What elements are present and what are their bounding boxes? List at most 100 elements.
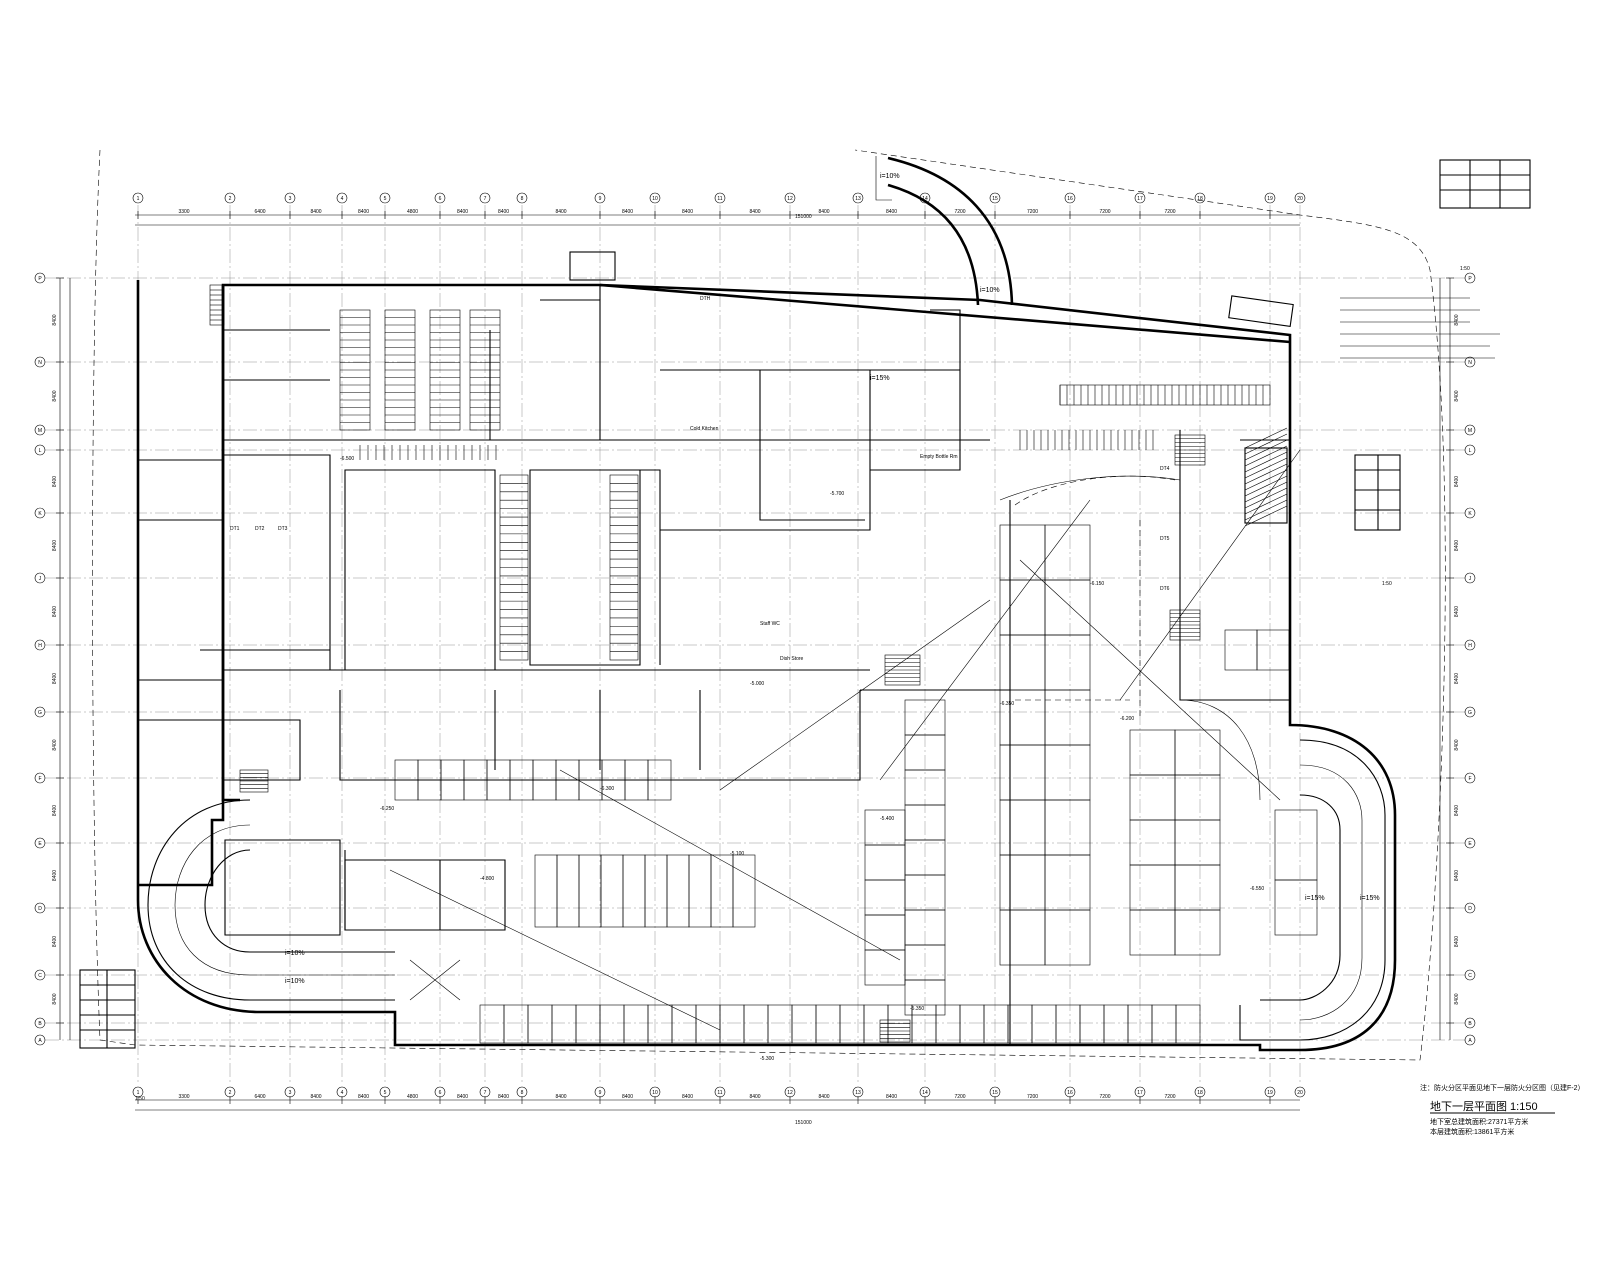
elevator-label-dt2: DT2: [255, 526, 265, 532]
ramp-curve-west-inner: [204, 849, 395, 953]
grid-label-x: 8: [521, 1090, 524, 1096]
dimension-text: 7200: [1164, 209, 1175, 215]
grid-bubble-x: [224, 192, 236, 204]
elevation-label: -5.300: [760, 1056, 774, 1062]
dimension-text: 7200: [1099, 209, 1110, 215]
north-wall-sloped: [599, 283, 1291, 344]
parking-stall: [1129, 774, 1176, 821]
parking-stall: [999, 579, 1046, 636]
grid-label-x: 18: [1197, 1090, 1203, 1096]
title-block: 注：防火分区平面见地下一层防火分区图（见建F-2） 地下一层平面图 1:150 …: [135, 214, 1585, 1136]
parking-stall: [887, 1004, 913, 1044]
parking-stall: [839, 1004, 865, 1044]
grid-label-y: L: [1469, 448, 1472, 454]
grid-bubble-y: [1464, 706, 1476, 718]
dimension-text: 8400: [358, 209, 369, 215]
grid-bubble-y: [1464, 572, 1476, 584]
grid-bubble-y: [1464, 444, 1476, 456]
dimension-text: 8400: [52, 870, 58, 881]
parking-stall: [1007, 1004, 1033, 1044]
grid-label-y: G: [38, 710, 42, 716]
grid-bubble-y: [1464, 837, 1476, 849]
parking-stall: [791, 1004, 817, 1044]
dimension-text: 7200: [954, 209, 965, 215]
elevator-label-dt5: DT5: [1160, 536, 1170, 542]
parking-stall: [1044, 579, 1091, 636]
parking-stall: [1079, 1004, 1105, 1044]
grid-label-x: 7: [484, 196, 487, 202]
grid-label-y: F: [1468, 776, 1471, 782]
parking-stall: [999, 909, 1046, 966]
dimension-text: 8400: [498, 209, 509, 215]
parking-stall: [999, 634, 1046, 691]
dimension-text: 8400: [818, 209, 829, 215]
grid-label-y: E: [38, 841, 42, 847]
parking-stall: [647, 1004, 673, 1044]
dimension-text: 8400: [622, 209, 633, 215]
traffic-guide-lines: [389, 449, 1301, 1031]
stair-shafts: [209, 284, 1271, 1043]
roof-plant-structures: [79, 159, 1531, 1049]
parking-stall: [1129, 864, 1176, 911]
parking-stall: [556, 854, 580, 928]
grid-label-y: C: [1468, 973, 1472, 979]
detail-scale-3: 1:50: [135, 1096, 145, 1102]
site-boundary-line: [92, 149, 1446, 1061]
grid-bubble-y: [1464, 639, 1476, 651]
grid-bubble-y: [34, 507, 46, 519]
grid-label-y: N: [38, 360, 42, 366]
dimension-text: 8400: [1454, 540, 1460, 551]
north-entry-ramp: [887, 156, 1014, 306]
parking-stall: [1044, 854, 1091, 911]
parking-stall: [1031, 1004, 1057, 1044]
parking-stall: [1044, 634, 1091, 691]
grid-bubble-x: [132, 192, 144, 204]
parking-stall: [1129, 729, 1176, 776]
grid-bubble-y: [34, 837, 46, 849]
dimension-text: 8400: [52, 805, 58, 816]
dimension-text: 8400: [52, 606, 58, 617]
parking-stall: [999, 744, 1046, 801]
parking-stall: [1274, 809, 1318, 881]
grid-label-x: 4: [341, 196, 344, 202]
parking-stall: [1224, 629, 1258, 671]
grid-label-x: 5: [384, 1090, 387, 1096]
parking-stall: [1174, 774, 1221, 821]
column-grid-lines: [45, 205, 1465, 1085]
dimension-text: 7200: [1099, 1094, 1110, 1100]
ramp-curve-east-outer: [1239, 739, 1386, 1041]
parking-stall: [1274, 879, 1318, 936]
grid-label-y: P: [1468, 276, 1472, 282]
grid-label-y: D: [1468, 906, 1472, 912]
parking-stall: [1129, 819, 1176, 866]
parking-stall: [527, 1004, 553, 1044]
elevation-label: -4.800: [480, 876, 494, 882]
grid-label-x: 4: [341, 1090, 344, 1096]
ramp-curve-west-outer: [147, 799, 395, 1001]
elevation-label: -5.100: [730, 851, 744, 857]
detail-scale-2: 1:50: [1382, 581, 1392, 587]
ramp-curve-east-mid: [1299, 764, 1363, 1021]
parking-stall: [1129, 909, 1176, 956]
grid-label-x: 12: [787, 1090, 793, 1096]
grid-label-x: 1: [137, 196, 140, 202]
grid-label-y: N: [1468, 360, 1472, 366]
dimension-text: 6400: [254, 209, 265, 215]
elevation-label: -6.250: [380, 806, 394, 812]
grid-bubble-y: [34, 969, 46, 981]
grid-bubble-x: [1294, 1086, 1306, 1098]
grid-label-y: F: [38, 776, 41, 782]
parking-stall: [534, 854, 558, 928]
ramp-label-2: i=10%: [285, 978, 305, 985]
dimension-text: 8400: [1454, 870, 1460, 881]
grid-bubble-y: [34, 1034, 46, 1046]
dimension-strings: 3300330064006400840084008400840048004800…: [52, 209, 1460, 1111]
overall-dimension-top: 151000: [795, 214, 812, 220]
grid-bubble-y: [1464, 902, 1476, 914]
parking-stall: [666, 854, 690, 928]
elevation-label: -6.200: [1120, 716, 1134, 722]
dimension-text: 6400: [254, 1094, 265, 1100]
parking-stall: [999, 689, 1046, 746]
ramp-label-3: i=10%: [980, 287, 1000, 294]
